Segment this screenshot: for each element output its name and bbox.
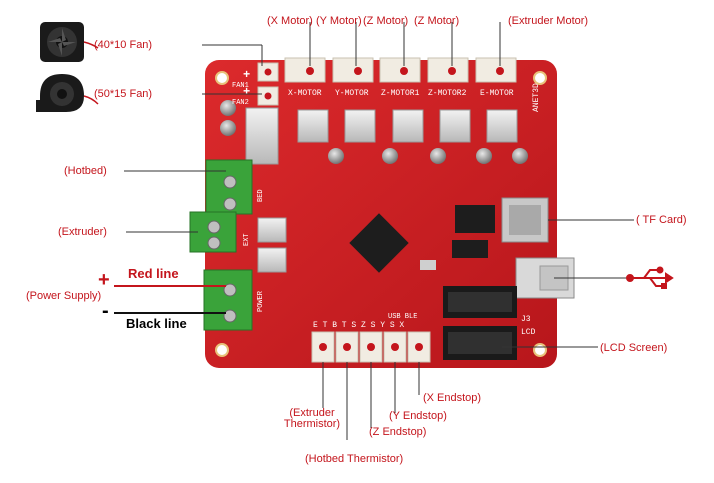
silkscreen: X-MOTOR Y-MOTOR Z-MOTOR1 Z-MOTOR2 E-MOTO…	[232, 68, 541, 337]
label-fan-40x10: (40*10 Fan)	[94, 39, 153, 51]
silk-usb: USB BLE	[388, 313, 417, 321]
callout-lines	[124, 22, 640, 440]
label-red-line: Red line	[128, 266, 179, 281]
minus-sign: -	[102, 300, 109, 322]
silk-fan1: FAN1	[232, 82, 249, 90]
chips	[349, 205, 495, 273]
power-lines	[114, 285, 226, 314]
label-extruder-thermistor-2: Thermistor)	[283, 418, 341, 430]
silk-e-motor: E-MOTOR	[480, 89, 514, 98]
label-z-endstop: (Z Endstop)	[369, 426, 427, 438]
label-hotbed: (Hotbed)	[64, 165, 107, 177]
label-lcd-screen: (LCD Screen)	[600, 342, 668, 354]
silk-z-motor-2: Z-MOTOR2	[428, 89, 467, 98]
silk-board: ANET3D	[532, 83, 541, 112]
label-black-line: Black line	[126, 316, 187, 331]
label-z-motor-1: (Z Motor)	[363, 15, 409, 27]
silk-x-motor: X-MOTOR	[288, 89, 322, 98]
lcd-headers	[443, 286, 517, 360]
fan-50x15-icon	[36, 74, 99, 112]
label-x-endstop: (X Endstop)	[423, 392, 482, 404]
silk-lcd: LCD	[521, 328, 536, 337]
label-fan-50x15: (50*15 Fan)	[94, 88, 153, 100]
label-y-endstop: (Y Endstop)	[389, 410, 447, 422]
label-extruder: (Extruder)	[58, 226, 107, 238]
label-extruder-thermistor-1: (Extruder	[289, 407, 335, 419]
label-tf-card: ( TF Card)	[636, 214, 687, 226]
label-hotbed-thermistor: (Hotbed Thermistor)	[305, 453, 404, 465]
capacitors	[220, 100, 528, 164]
silk-y-motor: Y-MOTOR	[335, 89, 369, 98]
label-x-motor: (X Motor)	[267, 15, 313, 27]
label-extruder-motor: (Extruder Motor)	[508, 15, 589, 27]
sd-card-slot	[501, 197, 549, 243]
usb-icon	[626, 266, 674, 289]
plus-sign: +	[98, 269, 110, 291]
endstop-connectors	[311, 331, 431, 363]
silk-plus-2: +	[243, 85, 250, 99]
fan-connectors	[257, 62, 279, 106]
silk-bed: BED	[257, 189, 265, 202]
silk-z-motor-1: Z-MOTOR1	[381, 89, 420, 98]
silk-endstops: E T B T S Z S Y S X	[313, 321, 404, 330]
label-z-motor-2: (Z Motor)	[414, 15, 460, 27]
silk-fan2: FAN2	[232, 99, 249, 107]
fan-40x10-icon	[40, 22, 99, 62]
silk-j3: J3	[521, 315, 531, 324]
driver-heatsinks	[245, 107, 518, 273]
silk-ext: EXT	[243, 233, 251, 246]
label-power-supply: (Power Supply)	[26, 290, 102, 302]
label-y-motor: (Y Motor)	[316, 15, 362, 27]
silk-power: POWER	[257, 290, 265, 312]
silk-plus-1: +	[243, 68, 250, 82]
motor-connectors	[284, 57, 517, 83]
